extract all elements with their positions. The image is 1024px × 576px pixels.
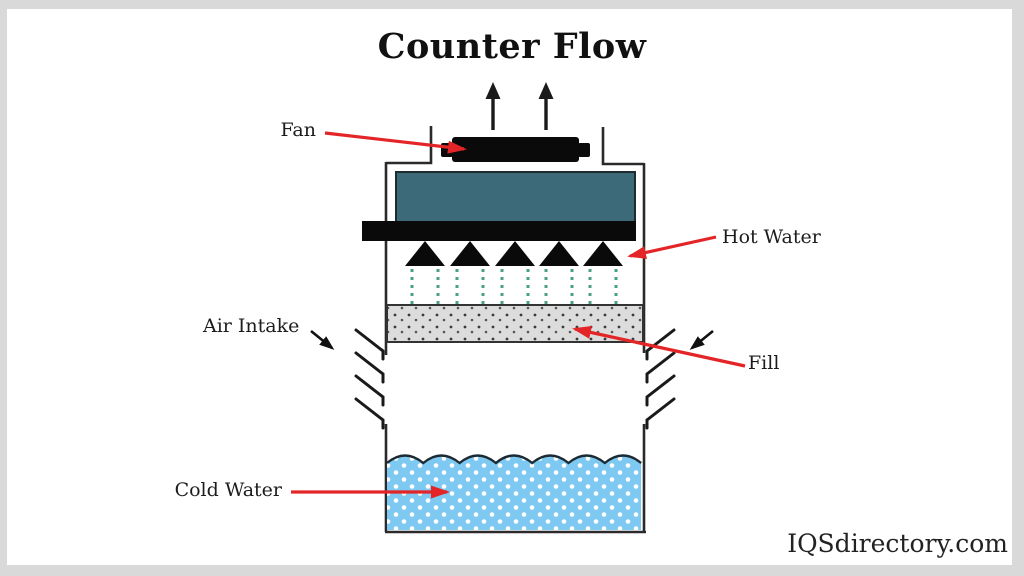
fan-callout-arrow-icon: [324, 131, 467, 154]
fill-callout-arrow-icon: [572, 326, 746, 368]
louver-slat: [354, 351, 385, 384]
cold-water-basin: [386, 454, 642, 530]
cold-water-label: Cold Water: [174, 479, 282, 501]
spray-nozzle-icon: [583, 241, 623, 266]
left-air-intake-louvers: [354, 328, 385, 430]
air-intake-arrow-right-icon: [689, 329, 714, 350]
louver-slat: [354, 328, 385, 361]
fan-label: Fan: [280, 119, 316, 141]
spray-nozzle-icon: [405, 241, 445, 266]
water-surface-waves: [386, 454, 642, 465]
red-callout-arrows: [291, 131, 746, 499]
plenum-block: [395, 171, 636, 224]
louver-slat: [645, 328, 676, 361]
fan-right-cap: [578, 143, 590, 157]
diagram-title: Counter Flow: [377, 26, 647, 67]
cold-water-body: [387, 455, 642, 530]
exhaust-arrowhead-right-icon: [538, 82, 554, 99]
water-spray-streams: [410, 269, 618, 304]
watermark: IQSdirectory.com: [787, 529, 1008, 558]
louver-slat: [645, 397, 676, 430]
right-fan-deck-step: [601, 127, 644, 166]
spray-nozzle-icon: [495, 241, 535, 266]
fill-label: Fill: [748, 352, 780, 374]
spray-nozzles: [405, 241, 623, 266]
louver-slat: [354, 374, 385, 407]
fan-body: [452, 137, 579, 162]
spray-nozzle-icon: [539, 241, 579, 266]
right-air-intake-louvers: [645, 328, 676, 430]
air-intake-label: Air Intake: [203, 315, 300, 337]
spray-nozzle-icon: [450, 241, 490, 266]
hot-water-callout-arrow-icon: [627, 235, 717, 259]
hot-water-header: [362, 221, 636, 241]
louver-slat: [645, 374, 676, 407]
exhaust-arrowhead-left-icon: [485, 82, 501, 99]
left-fan-deck-step: [386, 126, 433, 165]
louver-slat: [645, 351, 676, 384]
air-intake-arrow-left-icon: [310, 329, 335, 350]
louver-slat: [354, 397, 385, 430]
exhaust-air-arrows: [485, 82, 554, 130]
hot-water-label: Hot Water: [722, 226, 821, 248]
